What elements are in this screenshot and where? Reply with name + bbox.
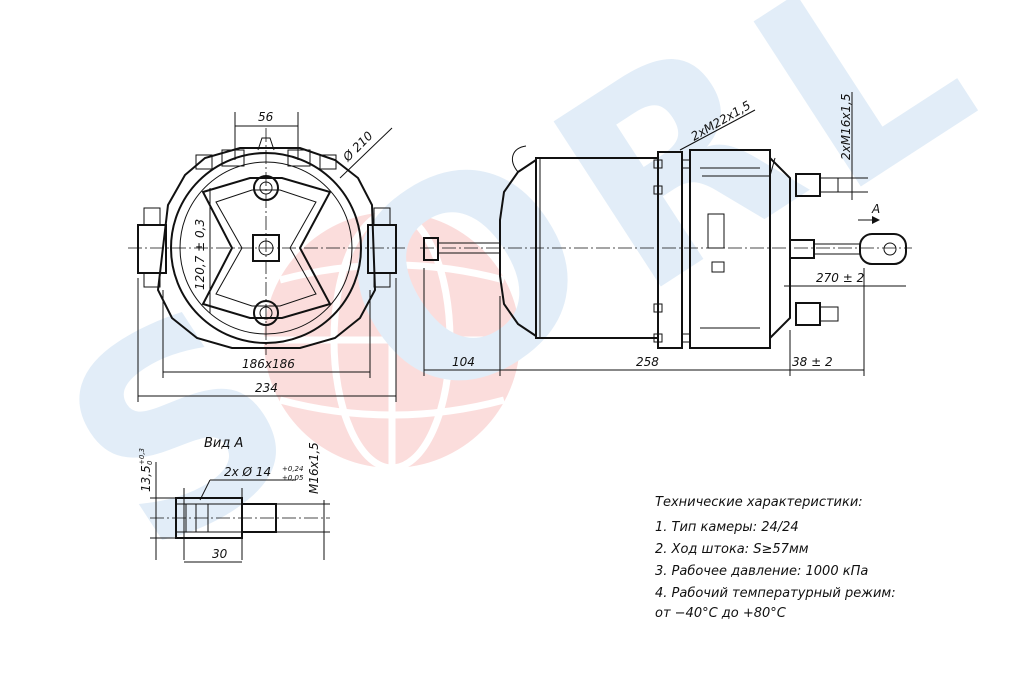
dim-270: 270 ± 2	[816, 271, 864, 285]
view-a-arrow-label: A	[871, 202, 880, 216]
dim-56: 56	[258, 110, 274, 124]
spec-item: 3. Рабочее давление: 1000 кПа	[655, 564, 868, 579]
specs-title: Технические характеристики:	[655, 495, 863, 510]
view-a-hole-tol-upper: +0,24	[282, 465, 303, 473]
spec-item: 4. Рабочий температурный режим:	[655, 586, 896, 601]
dim-234: 234	[255, 381, 278, 395]
dim-104: 104	[452, 355, 475, 369]
watermark-globe	[264, 208, 520, 472]
dim-120-7: 120,7 ± 0,3	[193, 219, 207, 290]
view-a-thread: M16x1,5	[307, 442, 321, 494]
dim-38: 38 ± 2	[792, 355, 833, 369]
view-a-hole-prefix: 2x Ø 14	[224, 465, 271, 479]
view-a-height-tol-upper: +0,3	[138, 448, 146, 465]
spec-item: 1. Тип камеры: 24/24	[655, 520, 799, 535]
spec-item: 2. Ход штока: S≥57мм	[655, 542, 809, 557]
specifications: Технические характеристики: 1. Тип камер…	[655, 495, 896, 621]
view-a: Вид А 13,5 +0,3 0 2x Ø 14 +0,24 +0,05 M1…	[138, 436, 330, 563]
dim-2xm16x1-5: 2xM16x1,5	[839, 93, 853, 160]
view-a-hole-tol-lower: +0,05	[282, 474, 304, 482]
view-a-title: Вид А	[204, 436, 243, 451]
dim-186x186: 186x186	[242, 357, 295, 371]
view-a-height: 13,5	[139, 465, 153, 492]
spec-item: от −40°С до +80°С	[655, 606, 787, 621]
view-a-length: 30	[212, 547, 228, 561]
view-a-height-tol-lower: 0	[146, 460, 154, 465]
watermark: S O R L	[13, 0, 1019, 614]
watermark-letters: S O R L	[13, 0, 1019, 614]
dim-258: 258	[636, 355, 659, 369]
